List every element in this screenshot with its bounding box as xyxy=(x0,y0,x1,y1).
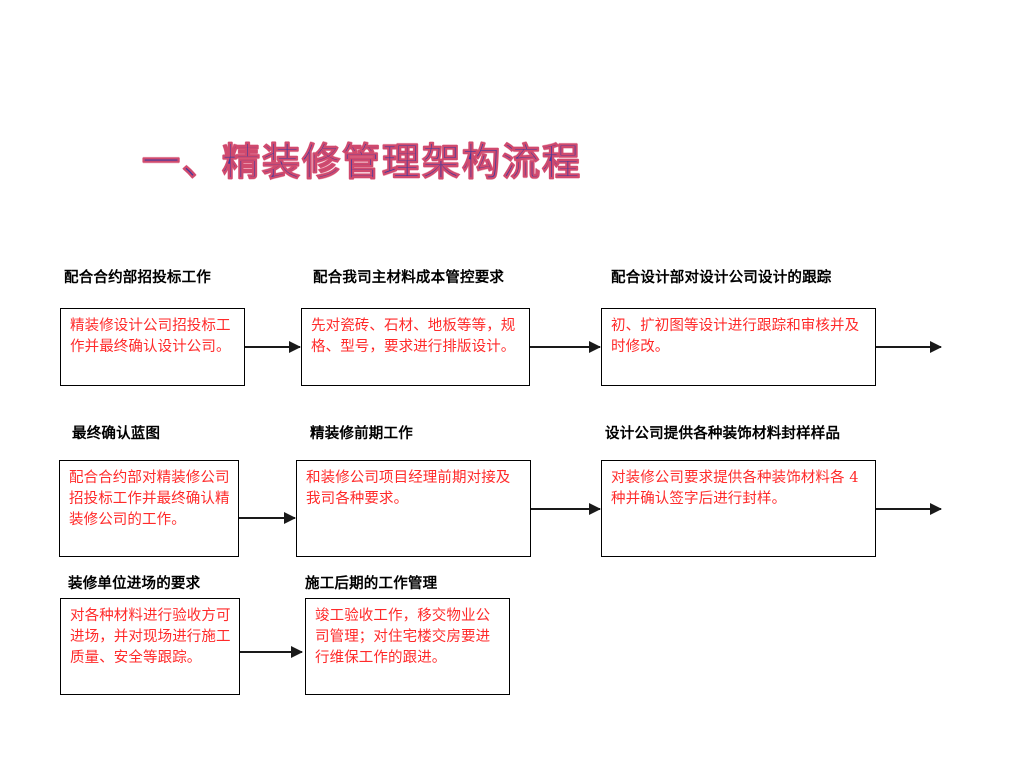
node-caption-r1-n3: 配合设计部对设计公司设计的跟踪 xyxy=(611,270,832,286)
process-node-r2-n1[interactable]: 配合合约部对精装修公司招投标工作并最终确认精装修公司的工作。 xyxy=(59,460,239,557)
flow-arrow-r1-n1-to-n2 xyxy=(245,346,300,348)
process-node-r3-n2[interactable]: 竣工验收工作，移交物业公司管理；对住宅楼交房要进行维保工作的跟进。 xyxy=(305,598,510,695)
process-node-r2-n3[interactable]: 对装修公司要求提供各种装饰材料各 4 种并确认签字后进行封样。 xyxy=(601,460,876,557)
node-body-r2-n3: 对装修公司要求提供各种装饰材料各 4 种并确认签字后进行封样。 xyxy=(611,470,859,507)
node-body-r2-n2: 和装修公司项目经理前期对接及我司各种要求。 xyxy=(306,470,511,507)
process-node-r1-n3[interactable]: 初、扩初图等设计进行跟踪和审核并及时修改。 xyxy=(601,308,876,386)
node-body-r2-n1: 配合合约部对精装修公司招投标工作并最终确认精装修公司的工作。 xyxy=(69,470,230,528)
process-node-r1-n1[interactable]: 精装修设计公司招投标工作并最终确认设计公司。 xyxy=(60,308,245,386)
node-caption-r3-n2: 施工后期的工作管理 xyxy=(305,576,438,592)
flow-arrow-r2-n1-to-n2 xyxy=(239,517,295,519)
node-caption-r3-n1: 装修单位进场的要求 xyxy=(68,576,201,592)
flow-arrow-r1-n3-to-next xyxy=(876,346,941,348)
flow-arrow-r3-n1-to-n2 xyxy=(240,651,302,653)
page-title: 一、精装修管理架构流程 xyxy=(142,139,583,185)
node-body-r1-n3: 初、扩初图等设计进行跟踪和审核并及时修改。 xyxy=(611,318,860,355)
node-body-r1-n2: 先对瓷砖、石材、地板等等，规格、型号，要求进行排版设计。 xyxy=(311,318,516,355)
flow-arrow-r2-n3-to-next xyxy=(876,508,941,510)
node-body-r3-n2: 竣工验收工作，移交物业公司管理；对住宅楼交房要进行维保工作的跟进。 xyxy=(315,608,491,666)
node-caption-r1-n2: 配合我司主材料成本管控要求 xyxy=(313,270,505,286)
process-node-r1-n2[interactable]: 先对瓷砖、石材、地板等等，规格、型号，要求进行排版设计。 xyxy=(301,308,530,386)
flow-arrow-r2-n2-to-n3 xyxy=(531,508,600,510)
node-caption-r2-n3: 设计公司提供各种装饰材料封样样品 xyxy=(605,426,841,442)
node-caption-r2-n2: 精装修前期工作 xyxy=(310,426,413,442)
node-body-r1-n1: 精装修设计公司招投标工作并最终确认设计公司。 xyxy=(70,318,231,355)
process-node-r3-n1[interactable]: 对各种材料进行验收方可进场，并对现场进行施工质量、安全等跟踪。 xyxy=(60,598,240,695)
flow-arrow-r1-n2-to-n3 xyxy=(530,346,600,348)
node-caption-r1-n1: 配合合约部招投标工作 xyxy=(64,270,211,286)
node-caption-r2-n1: 最终确认蓝图 xyxy=(72,426,161,442)
process-node-r2-n2[interactable]: 和装修公司项目经理前期对接及我司各种要求。 xyxy=(296,460,531,557)
node-body-r3-n1: 对各种材料进行验收方可进场，并对现场进行施工质量、安全等跟踪。 xyxy=(70,608,231,666)
